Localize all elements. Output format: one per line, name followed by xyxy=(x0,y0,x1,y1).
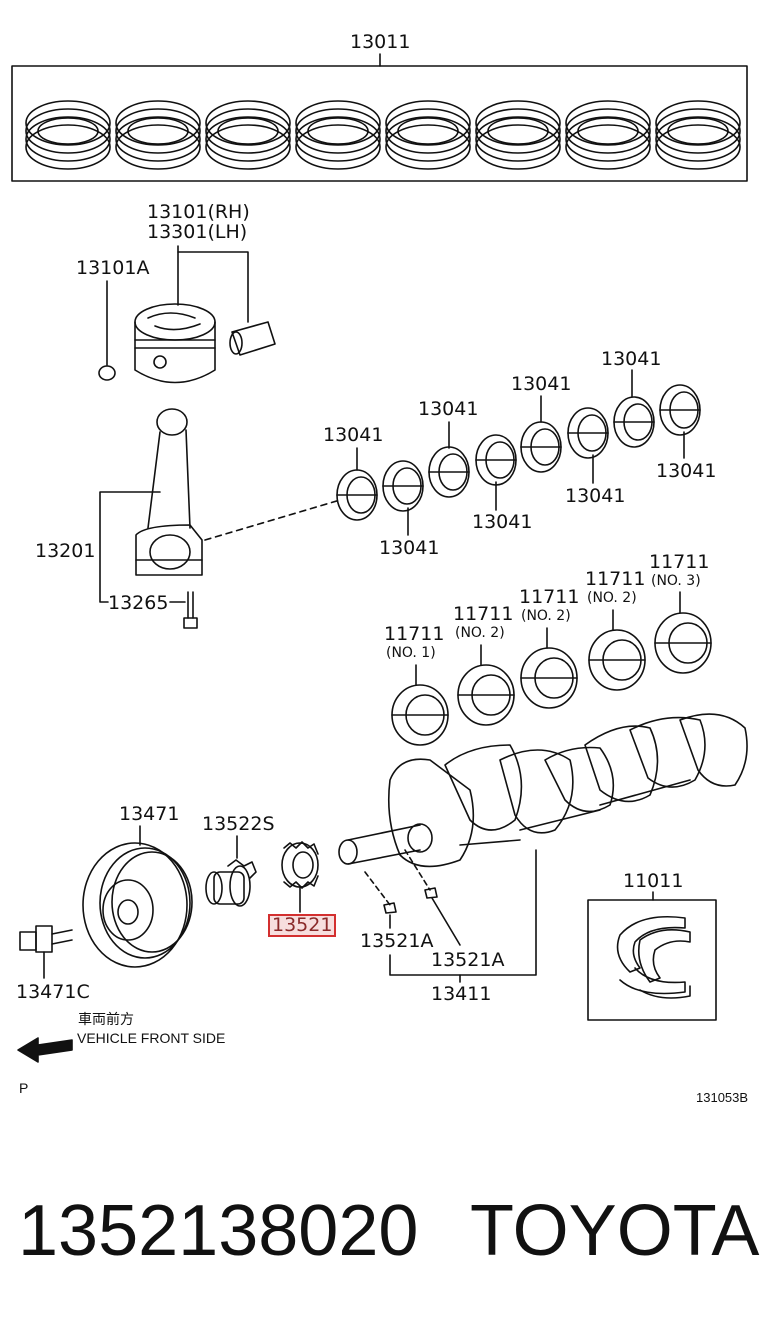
crankshaft-timing-gear xyxy=(205,859,257,907)
pulley-bolt xyxy=(19,925,73,953)
label-13201[interactable]: 13201 xyxy=(35,540,96,562)
key-a-right xyxy=(424,887,438,899)
label-13101a[interactable]: 13101A xyxy=(76,257,150,279)
rod-bolt xyxy=(183,591,198,629)
label-13521-highlighted[interactable]: 13521 xyxy=(267,914,337,937)
label-11711-no2-a[interactable]: 11711 xyxy=(453,603,514,625)
key-a-left xyxy=(383,902,397,914)
label-11711-no2-c-sub: (NO. 2) xyxy=(587,590,637,606)
label-13041-h[interactable]: 13041 xyxy=(656,460,717,482)
label-13265[interactable]: 13265 xyxy=(108,592,169,614)
label-11711-no2-a-sub: (NO. 2) xyxy=(455,625,505,641)
label-11711-no2-c[interactable]: 11711 xyxy=(585,568,646,590)
label-13041-a[interactable]: 13041 xyxy=(323,424,384,446)
label-13041-f[interactable]: 13041 xyxy=(565,485,626,507)
label-13011[interactable]: 13011 xyxy=(350,31,411,53)
crankshaft xyxy=(338,713,748,868)
crankshaft-pulley xyxy=(82,842,193,968)
label-13101-rh[interactable]: 13101(RH) xyxy=(147,201,250,223)
direction-japanese: 車両前方 xyxy=(78,1011,134,1027)
label-11711-no2-b[interactable]: 11711 xyxy=(519,586,580,608)
piston-ring-group xyxy=(25,100,741,170)
label-13522s[interactable]: 13522S xyxy=(202,813,275,835)
figure-code: 131053B xyxy=(696,1090,749,1105)
corner-mark: P xyxy=(19,1080,29,1096)
label-13041-g[interactable]: 13041 xyxy=(601,348,662,370)
label-11711-no1-sub: (NO. 1) xyxy=(386,645,436,661)
piston xyxy=(134,303,216,384)
label-11711-no1[interactable]: 11711 xyxy=(384,623,445,645)
label-13521a-left[interactable]: 13521A xyxy=(360,930,434,952)
label-13471c[interactable]: 13471C xyxy=(16,981,90,1003)
direction-english: VEHICLE FRONT SIDE xyxy=(77,1030,226,1046)
label-13041-e[interactable]: 13041 xyxy=(511,373,572,395)
footer-brand: TOYOTA xyxy=(470,1191,760,1271)
label-13041-d[interactable]: 13041 xyxy=(472,511,533,533)
thrust-washer-box xyxy=(587,899,717,1021)
label-13301-lh[interactable]: 13301(LH) xyxy=(147,221,248,243)
main-bearings xyxy=(391,612,712,746)
snap-ring xyxy=(98,365,116,381)
label-13471[interactable]: 13471 xyxy=(119,803,180,825)
label-13521a-right[interactable]: 13521A xyxy=(431,949,505,971)
thrust-washers xyxy=(616,915,691,999)
label-11711-no3-sub: (NO. 3) xyxy=(651,573,701,589)
label-11011[interactable]: 11011 xyxy=(623,870,684,892)
crank-gear-13521 xyxy=(281,841,319,889)
label-13041-b[interactable]: 13041 xyxy=(379,537,440,559)
footer-part-number: 1352138020 xyxy=(18,1191,419,1271)
rod-bearings xyxy=(336,384,701,521)
label-13411[interactable]: 13411 xyxy=(431,983,492,1005)
front-arrow-icon xyxy=(17,1037,73,1063)
label-11711-no3[interactable]: 11711 xyxy=(649,551,710,573)
label-13041-c[interactable]: 13041 xyxy=(418,398,479,420)
label-11711-no2-b-sub: (NO. 2) xyxy=(521,608,571,624)
connecting-rod xyxy=(135,408,203,576)
piston-pin xyxy=(229,321,276,356)
